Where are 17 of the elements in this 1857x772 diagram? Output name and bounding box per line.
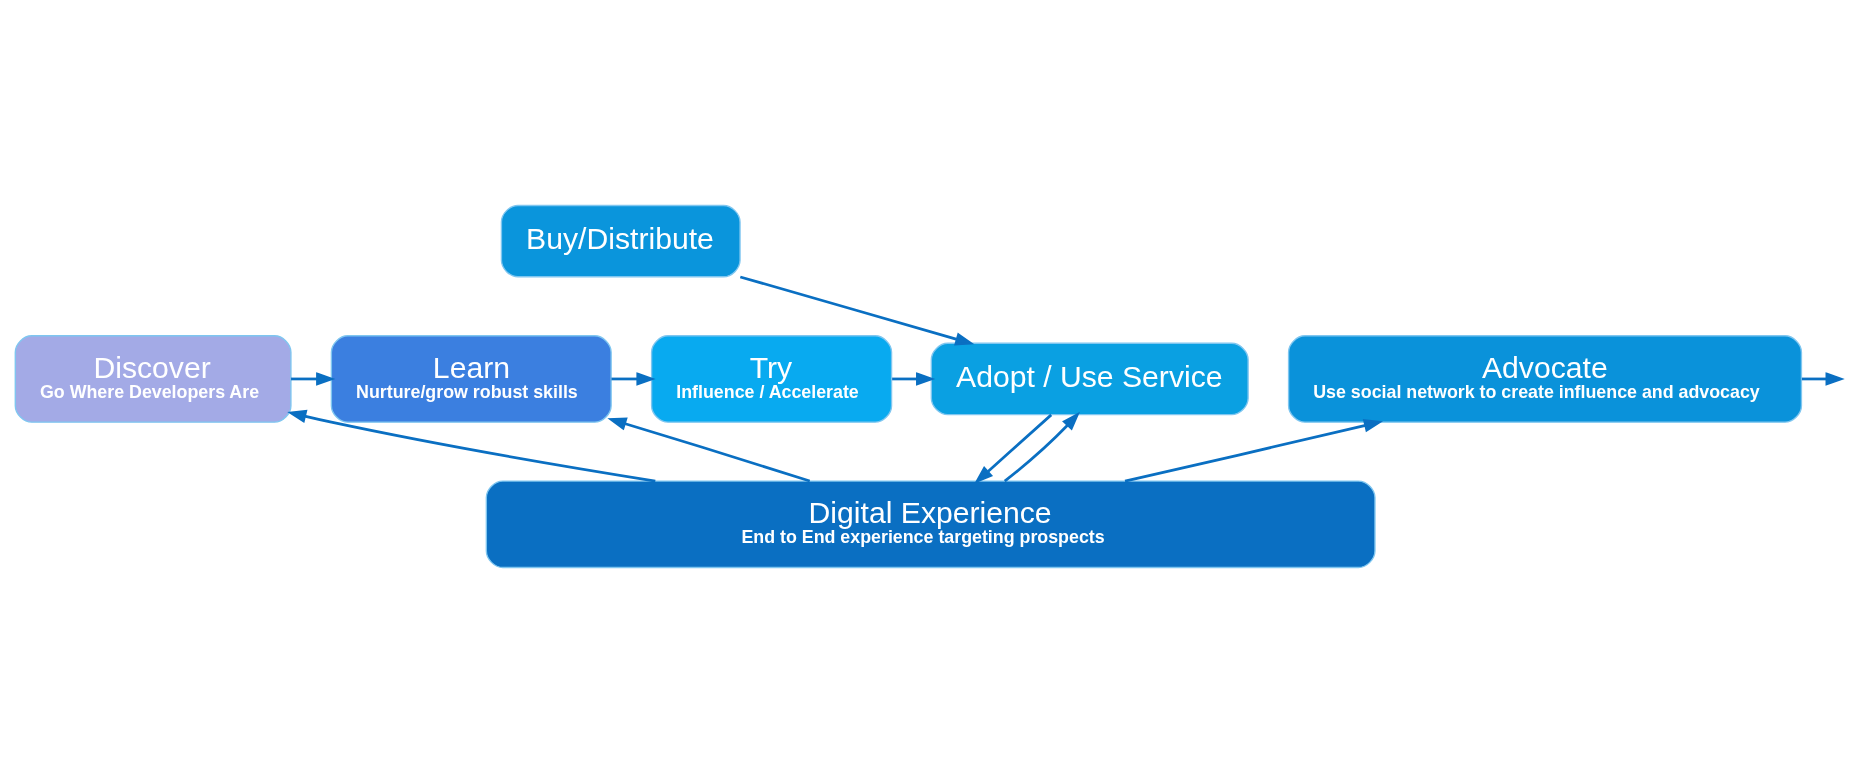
node-box: Digital Experience End to End experience targeting prospects — [485, 479, 1376, 568]
node-box: Discover Go Where Developers Are — [14, 334, 292, 423]
arrow — [892, 371, 936, 386]
node-box: Buy/Distribute — [500, 204, 741, 277]
node-box: Try Influence / Accelerate — [650, 334, 893, 423]
arrow — [974, 413, 1053, 484]
arrow — [607, 416, 811, 482]
arrow — [1003, 411, 1080, 482]
arrow — [291, 371, 336, 386]
node-box: Learn Nurture/grow robust skills — [330, 334, 612, 423]
arrow — [739, 275, 975, 345]
arrow — [1801, 371, 1845, 386]
arrow — [611, 371, 656, 386]
node-box: Advocate Use social network to create influence and advocacy — [1287, 334, 1803, 423]
node-box: Adopt / Use Service — [930, 342, 1249, 415]
arrow — [1124, 418, 1384, 482]
arrow — [287, 409, 656, 482]
